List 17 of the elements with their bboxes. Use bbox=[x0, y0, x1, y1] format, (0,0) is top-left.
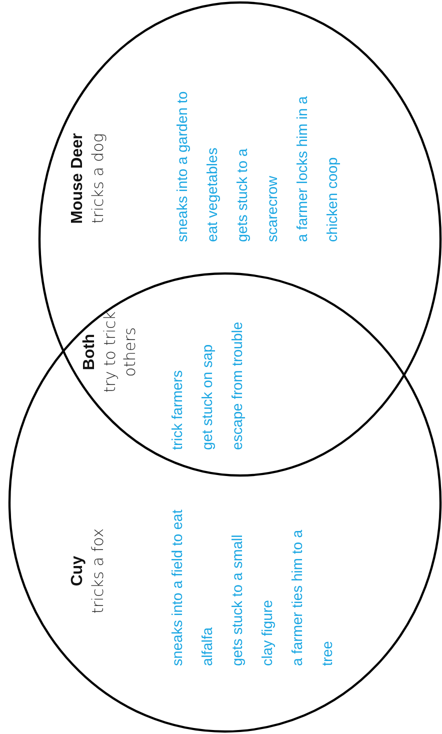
trait-text: a farmer ties him to a tree bbox=[289, 528, 337, 666]
trait-text: gets stuck to a small clay figure bbox=[229, 534, 277, 666]
trait-text: a farmer locks him in a chicken coop bbox=[294, 95, 342, 242]
trait-text: trick farmers bbox=[169, 369, 187, 450]
circle-subtitle: tricks a fox bbox=[88, 527, 108, 616]
trait-text: sneaks into a field to eat alfalfa bbox=[169, 508, 217, 666]
circle-heading: Mouse Deer bbox=[68, 132, 87, 226]
trait-text: get stuck on sap bbox=[199, 343, 217, 450]
circle-subtitle: tricks a dog bbox=[88, 132, 108, 226]
trait-text: escape from trouble bbox=[229, 320, 247, 450]
circle-heading: Cuy bbox=[68, 554, 87, 588]
venn-circle bbox=[8, 272, 442, 733]
circle-subtitle: try to trick others bbox=[100, 310, 140, 395]
circle-heading: Both bbox=[80, 332, 99, 372]
trait-text: sneaks into a garden to eat vegetables bbox=[174, 90, 222, 242]
trait-text: gets stuck to a scarecrow bbox=[234, 148, 282, 242]
venn-circle bbox=[38, 1, 442, 477]
